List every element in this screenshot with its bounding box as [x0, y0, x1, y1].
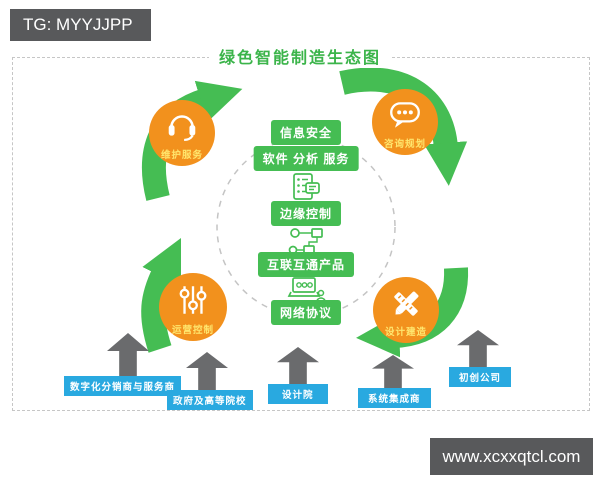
arrow-operations-to-maintenance — [141, 237, 182, 353]
core-pill-info-security: 信息安全 — [270, 120, 342, 145]
website-badge: www.xcxxqtcl.com — [430, 438, 593, 475]
input-label-government: 政府及高等院校 — [167, 390, 253, 410]
core-pill-network-protocol: 网络协议 — [270, 300, 342, 325]
sliders-icon — [179, 286, 207, 314]
cycle-node-label: 运营控制 — [171, 325, 214, 336]
diagram-title: 绿色智能制造生态图 — [208, 44, 392, 68]
headset-icon — [168, 115, 196, 141]
core-pill-interconnected-products: 互联互通产品 — [257, 252, 355, 277]
core-pill-software-analysis-service: 软件 分析 服务 — [253, 146, 359, 171]
cycle-node-label: 维护服务 — [160, 150, 203, 161]
design-tools-icon — [394, 291, 419, 316]
cycle-node-maintenance: 维护服务 — [149, 100, 215, 166]
input-label-distributors: 数字化分销商与服务商 — [64, 376, 182, 396]
core-pill-edge-control: 边缘控制 — [270, 201, 342, 226]
telegram-badge: TG: MYYJJPP — [10, 9, 151, 41]
input-label-design-institute: 设计院 — [268, 384, 328, 404]
team-laptop-icon — [287, 277, 326, 301]
input-label-startups: 初创公司 — [449, 367, 512, 387]
server-board-icon — [293, 173, 320, 200]
chat-bubble-icon — [390, 102, 420, 128]
cycle-node-label: 咨询规划 — [383, 139, 426, 150]
cycle-node-operations: 运营控制 — [159, 273, 227, 341]
cycle-node-label: 设计建造 — [384, 327, 427, 338]
cycle-node-design: 设计建造 — [373, 277, 439, 343]
core-dashed-circle — [216, 137, 396, 317]
cycle-node-consulting: 咨询规划 — [372, 89, 438, 155]
input-label-integrators: 系统集成商 — [358, 388, 431, 408]
workflow-nodes-icon — [288, 228, 323, 255]
